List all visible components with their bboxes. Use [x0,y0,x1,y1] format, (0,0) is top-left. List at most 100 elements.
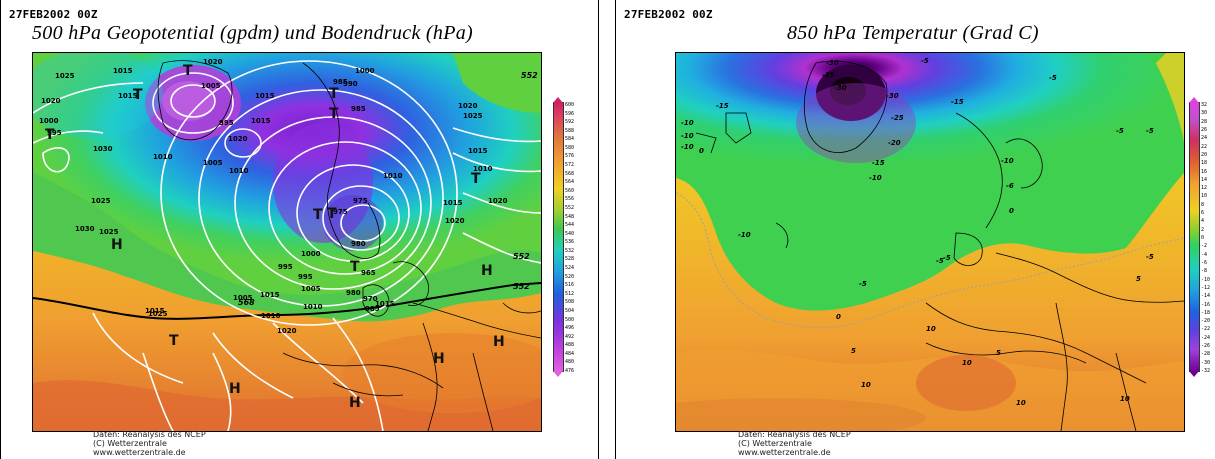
left-panel: 27FEB2002 00Z 500 hPa Geopotential (gpdm… [0,0,600,459]
pressure-label: 1025 [55,72,75,80]
high-marker: H [111,237,123,253]
temperature-label: -5 [859,280,867,288]
low-marker: T [471,171,481,187]
pressure-label: 1010 [303,303,323,311]
right-title: 850 hPa Temperatur (Grad C) [787,22,1039,44]
temperature-label: -15 [951,98,964,106]
low-marker: T [169,333,179,349]
colorbar-tick-label: 580 [565,144,575,151]
high-marker: H [481,263,493,279]
low-marker: T [350,259,360,275]
colorbar-tick-label: 552 [565,204,575,211]
right-colorbar-top-tip [1189,97,1199,103]
temperature-label: 10 [926,325,936,333]
colorbar-tick-label: 14 [1201,176,1208,183]
colorbar-tick-label: 528 [565,256,575,263]
colorbar-tick-label: 524 [565,265,575,272]
colorbar-tick-label: 492 [565,333,575,340]
colorbar-tick-label: 30 [1201,110,1208,117]
colorbar-tick-label: 584 [565,136,575,143]
colorbar-tick-label: -10 [1201,276,1211,283]
colorbar-tick-label: 22 [1201,143,1208,150]
pressure-label: 1030 [93,145,113,153]
left-colorbar-bottom-tip [553,371,563,377]
pressure-label: 970 [363,295,378,303]
colorbar-tick-label: -24 [1201,334,1211,341]
left-map: 1025 1015 1015 1020 1020 1005 1015 1000 … [32,52,542,432]
temperature-label: -35 [822,71,835,79]
colorbar-tick-label: -16 [1201,301,1211,308]
pressure-label: 1010 [153,153,173,161]
temperature-label: -10 [681,143,694,151]
temperature-label: -10 [869,174,882,182]
colorbar-tick-label: 496 [565,325,575,332]
colorbar-tick-label: -28 [1201,351,1211,358]
temperature-label: -30 [826,59,839,67]
colorbar-tick-label: 32 [1201,102,1208,108]
left-pressure-labels: 1025 1015 1015 1020 1020 1005 1015 1000 … [39,58,508,335]
colorbar-tick-label: 544 [565,222,575,229]
colorbar-tick-label: 556 [565,196,575,203]
pressure-label: 1025 [99,228,119,236]
low-marker: T [313,207,323,223]
right-temperature-labels: -30 -35 -30 -30 -25 -20 -15 -15 -10 -10 … [681,57,1154,407]
colorbar-tick-label: 540 [565,230,575,237]
pressure-label: 1010 [383,172,403,180]
colorbar-tick-label: -20 [1201,318,1211,325]
colorbar-tick-label: 16 [1201,168,1208,175]
colorbar-tick-label: 536 [565,239,575,246]
colorbar-tick-label: 516 [565,282,575,289]
pressure-label: 1015 [251,117,271,125]
pressure-label: 1015 [255,92,275,100]
left-title: 500 hPa Geopotential (gpdm) und Bodendru… [32,22,473,44]
pressure-label: 1005 [203,159,223,167]
colorbar-tick-label: -6 [1201,259,1208,266]
credit-line: www.wetterzentrale.de [93,448,186,457]
colorbar-tick-label: -14 [1201,293,1211,300]
left-date: 27FEB2002 00Z [9,8,98,21]
colorbar-tick-label: 512 [565,290,575,297]
colorbar-tick-label: 488 [565,342,575,349]
left-map-svg: 1025 1015 1015 1020 1020 1005 1015 1000 … [33,53,541,431]
colorbar-tick-label: 0 [1201,235,1205,241]
colorbar-tick-label: 588 [565,127,575,134]
temperature-label: 10 [962,359,972,367]
temperature-label: -30 [886,92,899,100]
temperature-label: -5 [1146,253,1154,261]
colorbar-tick-label: -30 [1201,359,1211,366]
credit-line: (C) Wetterzentrale [738,439,812,448]
right-date: 27FEB2002 00Z [624,8,713,21]
pressure-label: 1020 [458,102,478,110]
temperature-label: -25 [891,114,904,122]
colorbar-tick-label: 24 [1201,135,1208,142]
colorbar-tick-label: -32 [1201,368,1211,374]
colorbar-tick-label: 568 [565,170,575,177]
colorbar-tick-label: -22 [1201,326,1211,333]
pressure-label: 975 [333,208,348,216]
colorbar-tick-label: 476 [565,368,575,374]
temperature-label: 0 [1009,207,1014,215]
colorbar-tick-label: 12 [1201,185,1208,192]
credit-line: (C) Wetterzentrale [93,439,167,448]
temperature-label: -10 [1001,157,1014,165]
pressure-label: 1000 [355,67,375,75]
pressure-label: 995 [278,263,293,271]
colorbar-tick-label: 10 [1201,193,1208,200]
temperature-label: -30 [834,84,847,92]
colorbar-tick-label: 592 [565,119,575,126]
right-colorbar [1189,97,1200,377]
right-frame-edge [615,0,616,459]
colorbar-tick-label: -18 [1201,309,1211,316]
colorbar-tick-label: 28 [1201,118,1208,125]
temperature-label: 0 [836,313,841,321]
colorbar-tick-label: 2 [1201,226,1205,233]
pressure-label: 980 [351,240,366,248]
right-map: -30 -35 -30 -30 -25 -20 -15 -15 -10 -10 … [675,52,1185,432]
pressure-label: 1025 [148,310,168,318]
temperature-label: 10 [861,381,871,389]
pressure-label: 980 [346,289,361,297]
temperature-label: 5 [996,349,1001,357]
pressure-label: 1015 [375,300,395,308]
pressure-label: 1005 [201,82,221,90]
